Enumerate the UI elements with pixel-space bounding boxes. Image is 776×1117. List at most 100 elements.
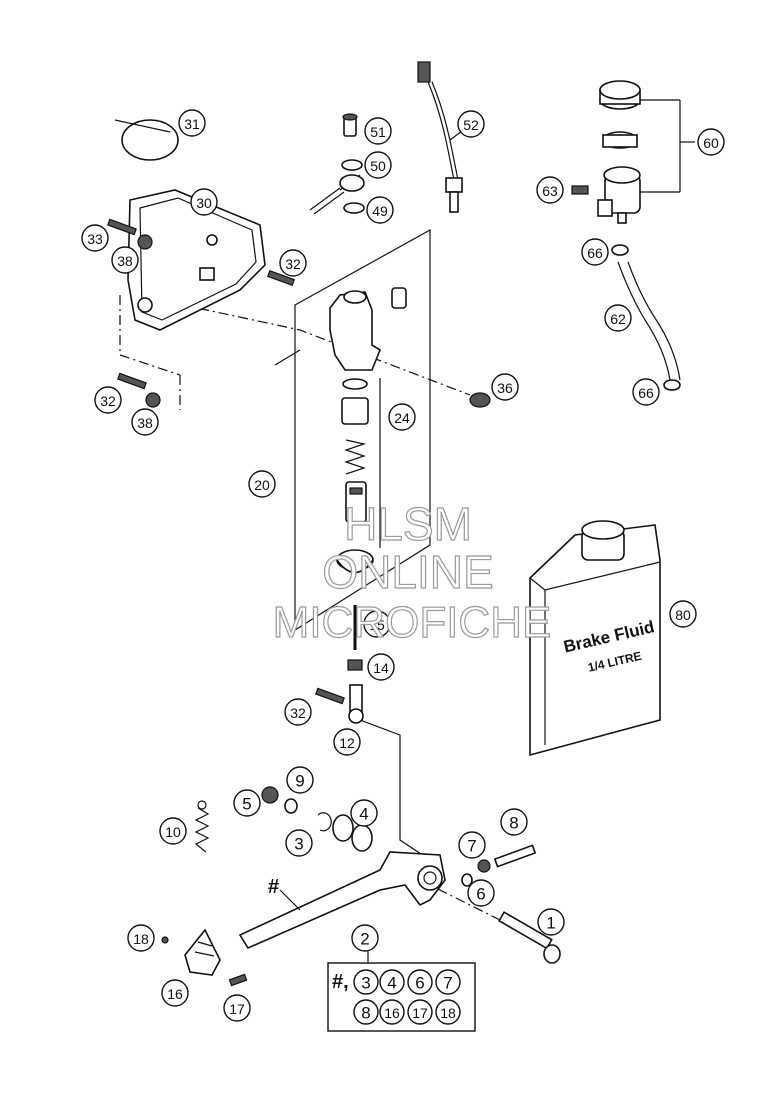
callout-circle [233,789,261,817]
callout-number: 31 [184,116,200,132]
pivot-bolt-1-part [498,911,561,964]
callout-number: 36 [497,380,513,396]
callout-c50: 50 [364,151,392,179]
callout-circle [284,698,312,726]
kit-item-circle [353,969,379,995]
callout-number: 15 [369,617,385,633]
callout-c24: 24 [388,403,416,431]
kit-item-number: 16 [384,1005,400,1021]
callout-circle [351,924,379,952]
kit-hash-prefix: #, [332,971,349,993]
circlip-3-part [317,812,332,832]
kit-item: 3 [353,969,379,995]
callout-number: 9 [295,772,304,791]
kit-item: 16 [379,999,405,1025]
callout-number: 1 [546,914,555,933]
brake-fluid-bottle [529,520,661,757]
callout-circle [366,196,394,224]
callout-c17: 17 [223,994,251,1022]
callout-c66b: 66 [632,378,660,406]
callout-c14: 14 [367,653,395,681]
callout-circle [500,808,528,836]
kit-item-number: 18 [440,1005,456,1021]
callout-number: 51 [370,124,386,140]
lever-mark: # [268,876,301,911]
nut-7-part [477,859,491,873]
callout-number: 6 [476,885,485,904]
callout-c6: 6 [467,879,495,907]
callout-c4: 4 [350,799,378,827]
callout-circle [536,176,564,204]
return-spring-10-part [194,800,210,853]
callout-number: 66 [638,385,654,401]
callout-c5: 5 [233,789,261,817]
kit-item-circle [379,999,405,1025]
spring-part [344,439,367,475]
kit-item: 7 [435,969,461,995]
bolt-33-part [107,218,137,236]
washer-6-part [461,873,473,887]
bolt-32-lower-part [315,687,345,705]
clamp-66-lower-part [663,379,681,391]
callout-circle [467,879,495,907]
nut-14-part [347,659,363,671]
nut-38-upper-part [137,234,153,250]
callout-circle [159,817,187,845]
kit-item-number: 8 [361,1004,370,1023]
callout-circle [457,110,485,138]
kit-item-number: 3 [361,974,370,993]
callout-c38a: 38 [111,246,139,274]
callout-c20: 20 [248,470,276,498]
callout-c31: 31 [178,109,206,137]
callout-number: 32 [100,393,116,409]
callout-circle [131,408,159,436]
callout-c32b: 32 [94,386,122,414]
callout-number: 16 [167,986,183,1002]
callout-circle [111,246,139,274]
callout-circle [364,151,392,179]
callout-circle [669,600,697,628]
callout-c18: 18 [127,924,155,952]
kit-item-number: 7 [443,974,452,993]
callout-circle [161,979,189,1007]
watermark: HLSM ONLINE MICROFICHE [272,497,552,647]
callout-number: 80 [675,607,691,623]
callout-number: 10 [165,824,181,840]
kit-item-number: 6 [415,974,424,993]
callout-number: 66 [587,245,603,261]
screw-63-part [571,185,589,195]
lever-hash-label: # [268,876,279,898]
nut-5-part [261,786,279,804]
kit-item-number: 17 [412,1005,428,1021]
callout-circle [178,109,206,137]
callout-c7: 7 [458,831,486,859]
callout-number: 12 [339,735,355,751]
callout-c2: 2 [351,924,379,952]
heat-shield-part [127,189,266,331]
washer-18-part [161,936,169,944]
callout-number: 33 [87,231,103,247]
master-cylinder-body-part [329,287,407,371]
callout-c8: 8 [500,808,528,836]
callout-circle [364,117,392,145]
callout-number: 24 [394,410,410,426]
piston-part [345,481,367,523]
clevis-12-part [348,684,364,724]
callout-circle [604,304,632,332]
callout-circle [333,728,361,756]
callout-c80: 80 [669,600,697,628]
callout-number: 52 [463,117,479,133]
callout-number: 3 [294,835,303,854]
callout-c51: 51 [364,117,392,145]
callout-circle [367,653,395,681]
pedal-tip-16-part [184,928,221,976]
nut-38-lower-part [145,392,161,408]
callout-c10: 10 [159,817,187,845]
callout-number: 2 [360,930,369,949]
callout-c30: 30 [190,188,218,216]
kit-item: 8 [353,999,379,1025]
callout-circle [388,403,416,431]
hose-62-part [617,261,681,381]
callout-c38b: 38 [131,408,159,436]
